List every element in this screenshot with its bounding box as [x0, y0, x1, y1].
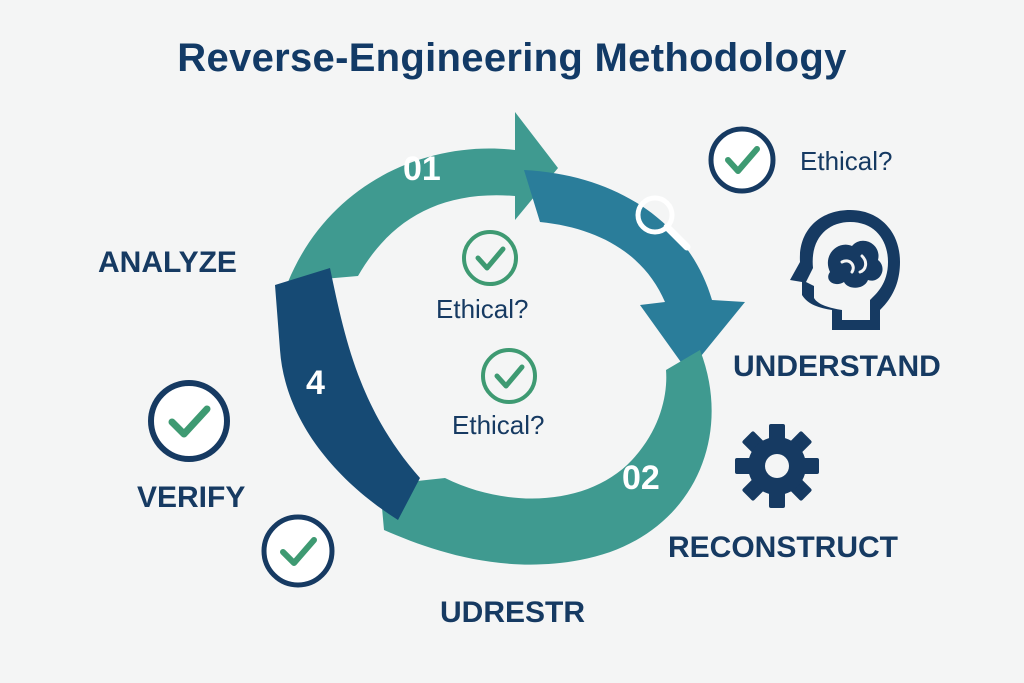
ethical-label-center-bottom: Ethical?: [452, 410, 545, 440]
cycle-segment-01: [288, 112, 558, 282]
ethical-label-center-top: Ethical?: [436, 294, 529, 324]
check-circle-icon: [148, 380, 230, 462]
check-circle-icon: [481, 348, 537, 404]
step-number-4: 4: [306, 364, 325, 402]
step-number-01: 01: [403, 150, 441, 188]
stage-label-understand: UNDERSTAND: [733, 350, 941, 383]
check-circle-icon: [708, 126, 776, 194]
page-title: Reverse-Engineering Methodology: [177, 36, 847, 80]
head-brain-icon: [790, 210, 900, 330]
check-circle-icon: [462, 230, 518, 286]
step-number-02: 02: [622, 459, 660, 497]
stage-label-verify: VERIFY: [137, 481, 246, 514]
cycle-segment-understand: [524, 170, 745, 372]
gear-icon: [735, 424, 819, 508]
cycle-segment-4: [275, 268, 420, 520]
cycle-segment-02: [380, 350, 712, 565]
check-circle-icon: [261, 514, 335, 588]
magnifier-icon: [635, 195, 691, 251]
stage-label-udrestr: UDRESTR: [440, 596, 586, 629]
stage-label-reconstruct: RECONSTRUCT: [668, 531, 898, 564]
ethical-label-top-right: Ethical?: [800, 146, 893, 176]
stage-label-analyze: ANALYZE: [98, 246, 237, 279]
